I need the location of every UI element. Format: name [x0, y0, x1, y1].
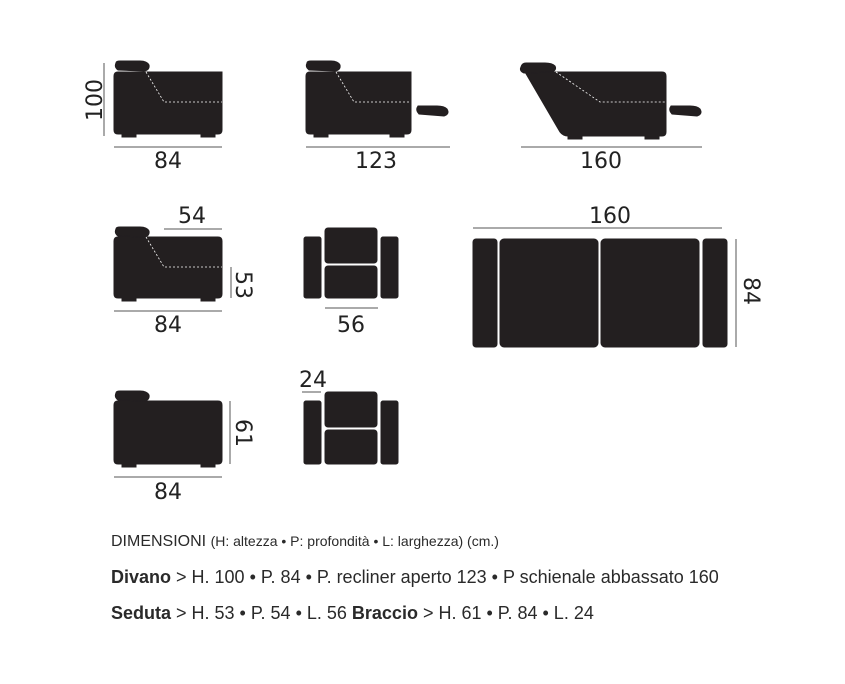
top-arm-right	[702, 238, 728, 348]
top-arm-left	[472, 238, 498, 348]
seat-side-body	[113, 236, 223, 299]
arm-side-view: 61 84	[113, 390, 255, 505]
legend-divano-label: Divano	[111, 567, 172, 587]
arm-front-view: 24	[299, 368, 399, 465]
top-width-label: 160	[589, 204, 631, 229]
sofa-top-view: 160 84	[472, 204, 763, 348]
lowered-body	[524, 71, 667, 137]
recliner-headrest	[305, 60, 341, 72]
sofa-side-view: 100 84	[83, 60, 223, 174]
legend-subtitle: (H: altezza • P: profondità • L: larghez…	[210, 533, 499, 549]
legend-braccio-text: > H. 61 • P. 84 • L. 24	[417, 603, 594, 623]
recliner-open-label: 123	[355, 149, 397, 174]
recliner-foot-left	[313, 132, 329, 138]
seat-width-label: 56	[337, 313, 365, 338]
seat-front-view: 56	[303, 227, 399, 338]
arm-height-label: 61	[230, 419, 255, 447]
sofa-side-dashed-recline	[145, 71, 222, 103]
sofa-side-foot-left	[121, 132, 137, 138]
sofa-side-body	[113, 71, 223, 135]
arm-front-cushion	[324, 429, 378, 465]
recliner-open-view: 123	[305, 60, 450, 174]
seat-side-foot-left	[121, 296, 137, 302]
recliner-dashed-recline	[335, 71, 411, 103]
seat-front-arm-left	[303, 236, 322, 299]
legend-title-line: DIMENSIONI (H: altezza • P: profondità •…	[111, 533, 499, 551]
lowered-dashed-line	[555, 71, 666, 103]
legend-title: DIMENSIONI	[111, 533, 207, 550]
legend-seduta-text: > H. 53 • P. 54 • L. 56	[171, 603, 352, 623]
seat-side-foot-right	[200, 296, 216, 302]
lowered-foot-left	[567, 134, 583, 140]
recliner-foot-right	[389, 132, 405, 138]
lowered-foot-right	[644, 134, 660, 140]
top-depth-label: 84	[738, 277, 763, 305]
legend-seduta-line: Seduta > H. 53 • P. 54 • L. 56 Braccio >…	[111, 603, 594, 624]
arm-side-body	[113, 400, 223, 465]
top-seat-left	[499, 238, 599, 348]
seat-front-arm-right	[380, 236, 399, 299]
arm-front-backrest	[324, 391, 378, 428]
sofa-side-foot-right	[200, 132, 216, 138]
sofa-height-label: 100	[83, 79, 108, 121]
seat-side-depth-label: 84	[154, 313, 182, 338]
lowered-headrest	[519, 62, 557, 74]
backrest-lowered-view: 160	[519, 62, 702, 174]
arm-side-cap	[114, 390, 150, 402]
seat-side-headrest	[114, 226, 150, 238]
seat-side-dashed-line	[145, 236, 222, 268]
arm-front-left	[303, 400, 322, 465]
recliner-body	[305, 71, 412, 135]
arm-front-right	[380, 400, 399, 465]
sofa-depth-label: 84	[154, 149, 182, 174]
arm-depth-label: 84	[154, 480, 182, 505]
legend-divano-text: > H. 100 • P. 84 • P. recliner aperto 12…	[171, 567, 719, 587]
backrest-lowered-label: 160	[580, 149, 622, 174]
lowered-footrest	[669, 105, 702, 117]
seat-side-view: 54 53 84	[113, 204, 255, 338]
legend-braccio-label: Braccio	[351, 603, 418, 623]
arm-side-foot-left	[121, 462, 137, 468]
arm-width-label: 24	[299, 368, 327, 393]
arm-side-foot-right	[200, 462, 216, 468]
seat-depth-label: 54	[178, 204, 206, 229]
sofa-side-headrest	[114, 60, 150, 72]
recliner-footrest	[416, 105, 449, 117]
legend-divano-line: Divano > H. 100 • P. 84 • P. recliner ap…	[111, 567, 719, 588]
seat-front-backrest	[324, 227, 378, 264]
legend-seduta-label: Seduta	[111, 603, 172, 623]
seat-front-cushion	[324, 265, 378, 299]
top-seat-right	[600, 238, 700, 348]
seat-height-label: 53	[230, 271, 255, 299]
